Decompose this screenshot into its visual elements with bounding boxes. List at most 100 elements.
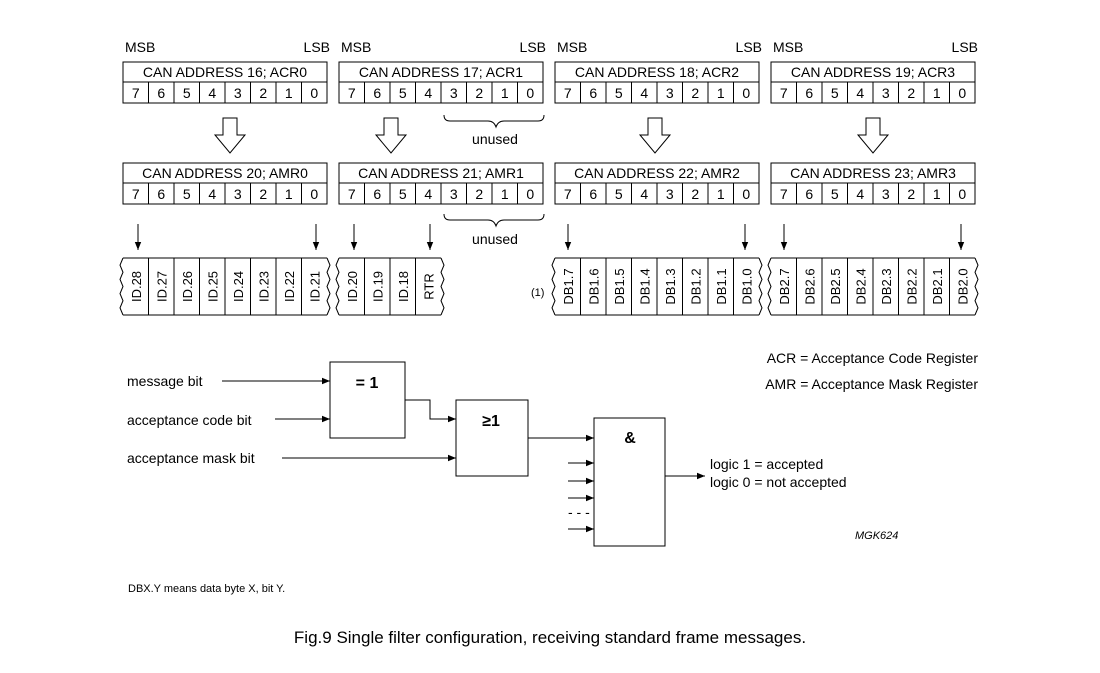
bit-number: 4: [640, 186, 648, 202]
hollow-arrow-3: [856, 117, 890, 154]
message-bit-label: message bit: [127, 373, 203, 389]
and-gate-label: &: [624, 430, 636, 447]
strip-left-edge: [119, 257, 124, 316]
bit-number: 3: [450, 186, 458, 202]
unused-label-amr1: unused: [472, 231, 518, 247]
bit-number: 6: [157, 186, 165, 202]
bit-number: 2: [259, 85, 267, 101]
output-accepted-label: logic 1 = accepted: [710, 456, 823, 472]
msb-label: MSB: [341, 39, 371, 55]
bit-number: 6: [589, 85, 597, 101]
figure-code: MGK624: [855, 530, 898, 542]
bit-number: 6: [805, 85, 813, 101]
strip-left-edge: [551, 257, 556, 316]
strip-bit-label: DB2.6: [802, 268, 817, 304]
bit-number: 2: [907, 85, 915, 101]
strip-bit-label: ID.24: [231, 271, 246, 302]
bit-number: 5: [399, 186, 407, 202]
strip-bit-label: DB2.3: [879, 268, 894, 304]
xor-output-line: [405, 399, 456, 423]
bit-number: 6: [373, 186, 381, 202]
bit-number: 4: [424, 85, 432, 101]
strip-bit-label: ID.19: [370, 271, 385, 302]
figure-caption: Fig.9 Single filter configuration, recei…: [294, 628, 806, 647]
msb-label: MSB: [773, 39, 803, 55]
strip-bit-label: DB1.6: [586, 268, 601, 304]
amr-register-label: CAN ADDRESS 20; AMR0: [142, 165, 308, 181]
bit-number: 6: [373, 85, 381, 101]
strip-left-edge: [335, 257, 340, 316]
unused-brace-acr1: unused: [443, 114, 545, 147]
msb-label: MSB: [557, 39, 587, 55]
bit-number: 6: [589, 186, 597, 202]
bit-number: 1: [717, 85, 725, 101]
bit-number: 5: [615, 186, 623, 202]
bit-number: 1: [717, 186, 725, 202]
bit-number: 7: [564, 186, 572, 202]
strip-left-edge: [767, 257, 772, 316]
hollow-arrows: [213, 117, 890, 154]
bit-number: 3: [882, 85, 890, 101]
and-input-dashes: - - -: [568, 504, 590, 520]
or-gate-label: ≥1: [482, 413, 500, 430]
strip-bit-label: ID.21: [307, 271, 322, 302]
lsb-label: LSB: [736, 39, 762, 55]
bit-number: 4: [208, 85, 216, 101]
legend-acr: ACR = Acceptance Code Register: [767, 350, 979, 366]
bit-number: 1: [285, 186, 293, 202]
strip-bit-label: DB2.1: [930, 268, 945, 304]
bit-number: 3: [450, 85, 458, 101]
strip-bit-label: DB2.5: [828, 268, 843, 304]
bit-number: 0: [958, 85, 966, 101]
strip-bit-label: DB1.0: [739, 268, 754, 304]
msb-label: MSB: [125, 39, 155, 55]
strip-bit-label: ID.20: [345, 271, 360, 302]
strip-bit-label: DB1.2: [688, 268, 703, 304]
bit-number: 5: [399, 85, 407, 101]
strip-bit-label: ID.26: [180, 271, 195, 302]
strip-bit-label: ID.18: [396, 271, 411, 302]
strip-bit-label: DB1.1: [714, 268, 729, 304]
strip-bit-label: DB1.3: [663, 268, 678, 304]
or-gate: [455, 399, 529, 477]
bit-number: 2: [907, 186, 915, 202]
bit-number: 3: [882, 186, 890, 202]
strip-bit-label: DB2.7: [777, 268, 792, 304]
strip-right-edge: [758, 257, 763, 316]
bit-number: 0: [526, 85, 534, 101]
bit-number: 2: [259, 186, 267, 202]
bit-number: 4: [640, 85, 648, 101]
bit-number: 7: [132, 186, 140, 202]
bit-number: 7: [780, 186, 788, 202]
bit-number: 1: [501, 186, 509, 202]
bit-number: 5: [831, 85, 839, 101]
output-not-accepted-label: logic 0 = not accepted: [710, 474, 847, 490]
bit-number: 6: [157, 85, 165, 101]
strip-bit-label: DB1.5: [612, 268, 627, 304]
legend-amr: AMR = Acceptance Mask Register: [765, 376, 978, 392]
lsb-label: LSB: [304, 39, 330, 55]
unused-brace-amr1: unused: [443, 213, 545, 247]
bit-number: 1: [501, 85, 509, 101]
strip-bit-label: ID.23: [256, 271, 271, 302]
bit-number: 1: [285, 85, 293, 101]
strip-right-edge: [974, 257, 979, 316]
amr-register-label: CAN ADDRESS 22; AMR2: [574, 165, 740, 181]
bit-number: 0: [742, 186, 750, 202]
bit-number: 7: [132, 85, 140, 101]
bit-number: 4: [424, 186, 432, 202]
acr-register-label: CAN ADDRESS 19; ACR3: [791, 64, 955, 80]
hollow-arrow-2: [638, 117, 672, 154]
strip-bit-label: DB2.4: [853, 268, 868, 304]
bit-number: 0: [742, 85, 750, 101]
bit-number: 0: [958, 186, 966, 202]
strip-bit-label: DB2.2: [904, 268, 919, 304]
bit-number: 2: [691, 85, 699, 101]
